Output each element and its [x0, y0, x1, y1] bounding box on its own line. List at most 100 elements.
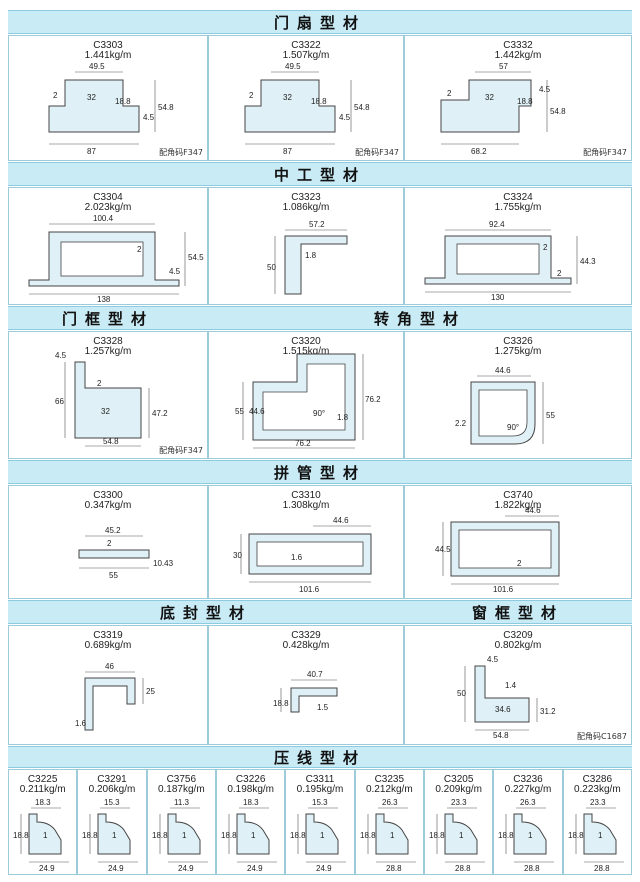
profile-card-c3740: C3740 1.822kg/m 44.6 44.5 2 101.6: [404, 485, 632, 599]
profile-weight: 1.442kg/m: [494, 50, 542, 61]
profile-weight: 0.223kg/m: [573, 784, 621, 795]
dim-label: 1.8: [305, 251, 317, 260]
dim-label: 54.8: [103, 437, 119, 446]
dim-label: 18.3: [35, 798, 51, 807]
profile-drawing: 4.5 66 2 32 47.2 54.8: [55, 351, 168, 447]
dim-label: 50: [457, 689, 466, 698]
dim-label: 18.8: [273, 699, 289, 708]
dim-label: 10.43: [153, 559, 174, 568]
corner-note: 配角码F347: [583, 148, 627, 157]
dim-label: 68.2: [471, 147, 487, 156]
dim-label: 49.5: [89, 62, 105, 71]
dim-label: 2: [557, 269, 562, 278]
dim-label: 47.2: [152, 409, 168, 418]
profile-code: C3286: [582, 774, 613, 785]
profile-code: C3326: [503, 336, 533, 347]
profile-code: C3300: [93, 490, 123, 501]
dim-label: 130: [491, 293, 505, 302]
profile-code: C3756: [166, 774, 197, 785]
dim-label: 4.5: [487, 655, 499, 664]
dim-label: 18.8: [290, 831, 306, 840]
profile-card-c3323: C3323 1.086kg/m 57.2 50 1.8: [208, 187, 404, 305]
profile-drawing: 44.6 30 1.6 101.6: [233, 516, 372, 594]
dim-label: 1: [528, 831, 533, 840]
dim-label: 87: [87, 147, 96, 156]
dim-label: 40.7: [307, 670, 323, 679]
dim-label: 1.6: [291, 553, 303, 562]
dim-label: 4.5: [339, 113, 351, 122]
dim-label: 44.6: [249, 407, 265, 416]
dim-label: 1: [43, 831, 48, 840]
profile-card-c3310: C3310 1.308kg/m 44.6 30 1.6 101.6: [208, 485, 404, 599]
profile-code: C3740: [503, 490, 533, 501]
dim-label: 57: [499, 62, 508, 71]
profile-code: C3332: [503, 40, 533, 51]
profile-weight: 0.195kg/m: [296, 784, 344, 795]
corner-note: 配角码F347: [159, 148, 203, 157]
dim-label: 11.3: [174, 798, 190, 807]
dim-label: 4.5: [539, 85, 551, 94]
dim-label: 1.6: [75, 719, 87, 728]
profile-weight: 0.227kg/m: [504, 784, 552, 795]
profile-code: C3225: [27, 774, 58, 785]
dim-label: 44.6: [495, 366, 511, 375]
profile-weight: 1.515kg/m: [282, 346, 330, 357]
profile-code: C3236: [513, 774, 543, 785]
profile-code: C3209: [503, 630, 533, 641]
dim-label: 24.9: [316, 864, 332, 873]
dim-label: 24.9: [39, 864, 55, 873]
dim-label: 44.3: [580, 257, 596, 266]
dim-label: 54.8: [550, 107, 566, 116]
dim-label: 28.8: [386, 864, 402, 873]
profile-code: C3320: [291, 336, 321, 347]
profile-drawing: 57.2 50 1.8: [267, 220, 348, 295]
dim-label: 18.8: [221, 831, 237, 840]
dim-label: 26.3: [520, 798, 536, 807]
profile-drawing: 46 25 1.6: [75, 662, 155, 731]
profile-weight: 1.755kg/m: [494, 202, 542, 213]
dim-label: 18.8: [498, 831, 514, 840]
dim-label: 1: [390, 831, 395, 840]
dim-label: 101.6: [299, 585, 320, 594]
profile-weight: 0.802kg/m: [494, 640, 542, 651]
dim-label: 23.3: [590, 798, 606, 807]
dim-label: 55: [546, 411, 555, 420]
dim-label: 54.5: [188, 253, 204, 262]
dim-label: 18.8: [152, 831, 168, 840]
dim-label: 76.2: [295, 439, 311, 448]
dim-label: 18.8: [115, 97, 131, 106]
profile-drawing: 55 44.6 90° 1.8 76.2 76.2: [235, 353, 381, 449]
dim-label: 66: [55, 397, 64, 406]
section-header-coupling: 拼管型材: [8, 460, 632, 484]
dim-label: 76.2: [365, 395, 381, 404]
dim-label: 44.5: [435, 545, 451, 554]
profile-card-c3329: C3329 0.428kg/m 40.7 18.8 1.5: [208, 625, 404, 745]
profile-weight: 1.441kg/m: [84, 50, 132, 61]
section-header-door-sash: 门扇型材: [8, 10, 632, 34]
corner-note: 配角码F347: [355, 148, 399, 157]
dim-label: 18.8: [517, 97, 533, 106]
dim-label: 24.9: [178, 864, 194, 873]
dim-label: 87: [283, 147, 292, 156]
dim-label: 50: [267, 263, 276, 272]
profile-drawing: 44.6 44.5 2 101.6: [435, 506, 560, 594]
profile-drawing: 57 2 32 18.8 4.5 54.8 68.2: [440, 62, 566, 156]
profile-card-c3328: C3328 1.257kg/m 4.5 66 2 32 47.2 54.8 配角…: [8, 331, 208, 459]
profile-drawing: 49.5 2 32 18.8 54.8 4.5 87: [244, 62, 370, 156]
dim-label: 46: [105, 662, 114, 671]
dim-label: 1: [598, 831, 603, 840]
profile-weight: 1.257kg/m: [84, 346, 132, 357]
profile-weight: 0.428kg/m: [282, 640, 330, 651]
section-header-mullion: 中工型材: [8, 162, 632, 186]
